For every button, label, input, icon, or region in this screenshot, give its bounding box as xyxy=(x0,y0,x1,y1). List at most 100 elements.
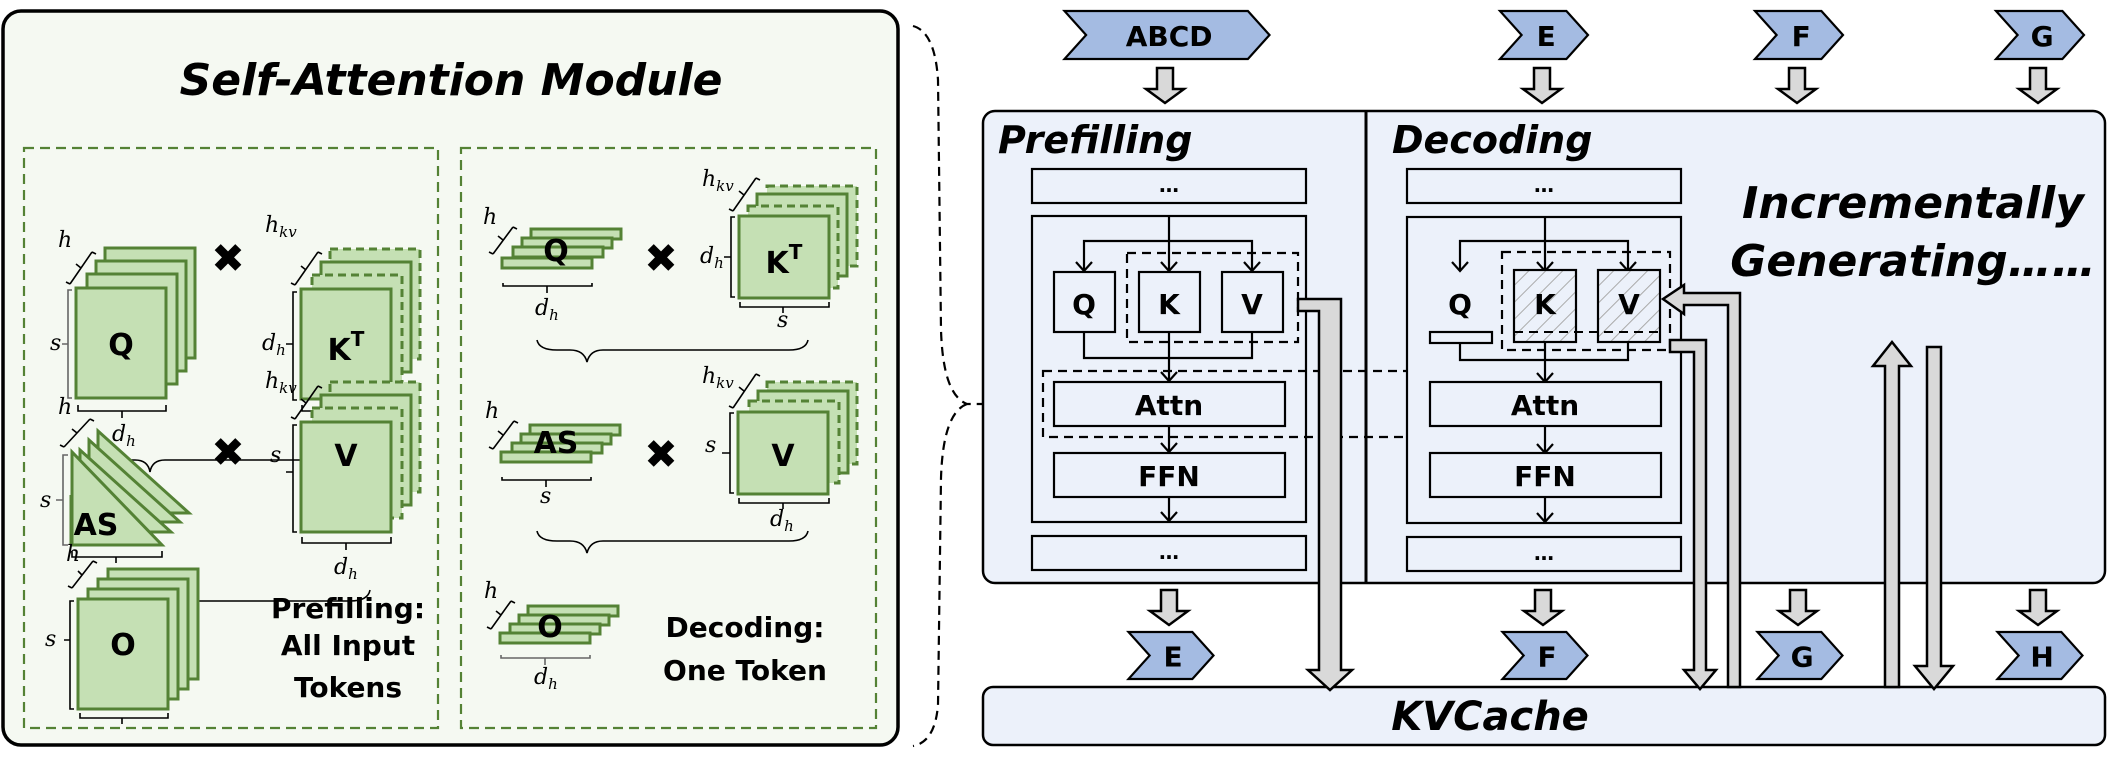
h-bracket xyxy=(488,226,518,255)
token-chevron-icon xyxy=(1497,9,1590,61)
decode-kt-matrix: KT xyxy=(737,184,859,300)
dh-bracket xyxy=(738,498,830,509)
dim-s: s xyxy=(270,443,281,468)
output-tokens: E F G H xyxy=(1126,588,2084,681)
input-token: F xyxy=(1752,9,1845,61)
hkv-bracket xyxy=(728,177,761,212)
prefill-ffn-box xyxy=(1052,451,1287,499)
hkv-bracket xyxy=(290,251,323,286)
input-token: G xyxy=(1993,9,2086,61)
s-bracket xyxy=(739,302,830,313)
inference-pipeline: Prefilling Decoding … Q K V Attn FFN … … xyxy=(981,9,2107,747)
svg-text:K: K xyxy=(1158,288,1181,321)
output-token: H xyxy=(1995,630,2084,681)
dim-h: h xyxy=(58,228,72,253)
decode-layers-above xyxy=(1405,167,1683,205)
self-attention-panel: Self-Attention Module Q s dh h ✖ KT dh xyxy=(1,9,900,747)
flow-arrow-icon xyxy=(1519,66,1565,105)
hkv-bracket xyxy=(290,385,323,420)
token-label: F xyxy=(1538,641,1557,674)
decode-group xyxy=(459,146,878,730)
kvcache-label: KVCache xyxy=(1391,694,1589,740)
hkv-bracket xyxy=(728,373,761,409)
h-bracket xyxy=(59,418,95,448)
prefill-o-matrix: O xyxy=(76,567,200,711)
dim-dh: dh xyxy=(262,331,286,359)
zoom-brace-connector xyxy=(912,402,968,748)
dim-s: s xyxy=(45,627,56,652)
multiply-icon: ✖ xyxy=(644,432,678,478)
panel-title: Self-Attention Module xyxy=(180,55,723,106)
input-tokens: ABCD E F G xyxy=(1062,9,2086,105)
decode-kv-load-arrow xyxy=(1660,282,1742,689)
brace xyxy=(536,530,809,554)
prefill-q-matrix: Q xyxy=(74,246,197,400)
svg-text:V: V xyxy=(1241,288,1263,321)
flow-arrow-icon xyxy=(1142,66,1188,105)
svg-text:Q: Q xyxy=(543,234,569,269)
dim-s: s xyxy=(50,331,61,356)
qkv-merge-arrows xyxy=(1458,342,1630,381)
svg-text:V: V xyxy=(771,439,795,474)
kvcache-up-arrow xyxy=(1870,339,1914,689)
dim-s: s xyxy=(705,433,716,458)
prefill-kv-group xyxy=(1125,251,1300,344)
svg-text:Q: Q xyxy=(108,328,134,363)
flow-arrow-icon xyxy=(1146,588,1192,627)
prefilling-label: Prefilling xyxy=(998,118,1192,162)
dh-bracket xyxy=(500,655,591,665)
dim-dh: dh xyxy=(535,296,559,324)
input-token: ABCD xyxy=(1062,9,1271,61)
dim-hkv: hkv xyxy=(702,364,734,392)
prefill-v-box xyxy=(1220,270,1285,334)
dh-bracket xyxy=(77,405,167,418)
token-label: G xyxy=(2031,20,2054,53)
prefill-caption: Tokens xyxy=(294,671,402,704)
decoding-label: Decoding xyxy=(1392,118,1592,162)
dim-s: s xyxy=(777,308,788,333)
h-bracket xyxy=(67,560,98,589)
decode-q-label: Q xyxy=(1448,288,1472,321)
token-chevron-icon xyxy=(1062,9,1271,61)
h-bracket xyxy=(488,420,519,450)
dim-hkv: hkv xyxy=(265,213,297,241)
decode-kv-store-arrow xyxy=(1668,338,1719,691)
svg-text:V: V xyxy=(1618,288,1640,321)
svg-text:K: K xyxy=(1534,288,1557,321)
svg-text:…: … xyxy=(1159,173,1179,197)
h-bracket xyxy=(65,251,97,285)
prefill-group xyxy=(22,146,440,730)
token-chevron-icon xyxy=(1995,630,2084,681)
token-chevron-icon xyxy=(1126,630,1215,681)
decode-caption: One Token xyxy=(663,654,827,687)
decode-v-matrix: V xyxy=(736,380,859,496)
svg-text:O: O xyxy=(537,610,563,645)
prefill-caption: All Input xyxy=(281,629,415,662)
svg-text:Attn: Attn xyxy=(1511,389,1579,422)
svg-text:Q: Q xyxy=(1072,288,1096,321)
zoom-brace-connector xyxy=(912,24,1043,406)
token-chevron-icon xyxy=(1752,9,1845,61)
multiply-icon: ✖ xyxy=(211,430,245,476)
dh-bracket xyxy=(724,216,735,298)
dim-dh: dh xyxy=(700,244,724,272)
prefill-layers-above xyxy=(1030,167,1308,205)
token-label: E xyxy=(1164,641,1183,674)
dh-bracket xyxy=(301,537,392,550)
s-bracket xyxy=(722,412,734,494)
flow-arrow-icon xyxy=(2015,588,2061,627)
decode-q-matrix: Q xyxy=(500,227,623,270)
dh-bracket xyxy=(502,283,593,293)
token-label: G xyxy=(1791,641,1814,674)
svg-text:FFN: FFN xyxy=(1514,460,1576,493)
dim-dh: dh xyxy=(770,507,794,535)
qkv-split-arrows xyxy=(1082,216,1254,270)
input-token: E xyxy=(1497,9,1590,61)
incremental-text: Generating…… xyxy=(1730,236,2095,287)
kvcache-down-arrow xyxy=(1912,345,1956,691)
multiply-icon: ✖ xyxy=(644,236,678,282)
prefill-layers-below xyxy=(1030,534,1308,572)
s-bracket xyxy=(62,289,72,399)
s-bracket xyxy=(64,600,74,710)
prefill-k-box xyxy=(1137,270,1202,334)
